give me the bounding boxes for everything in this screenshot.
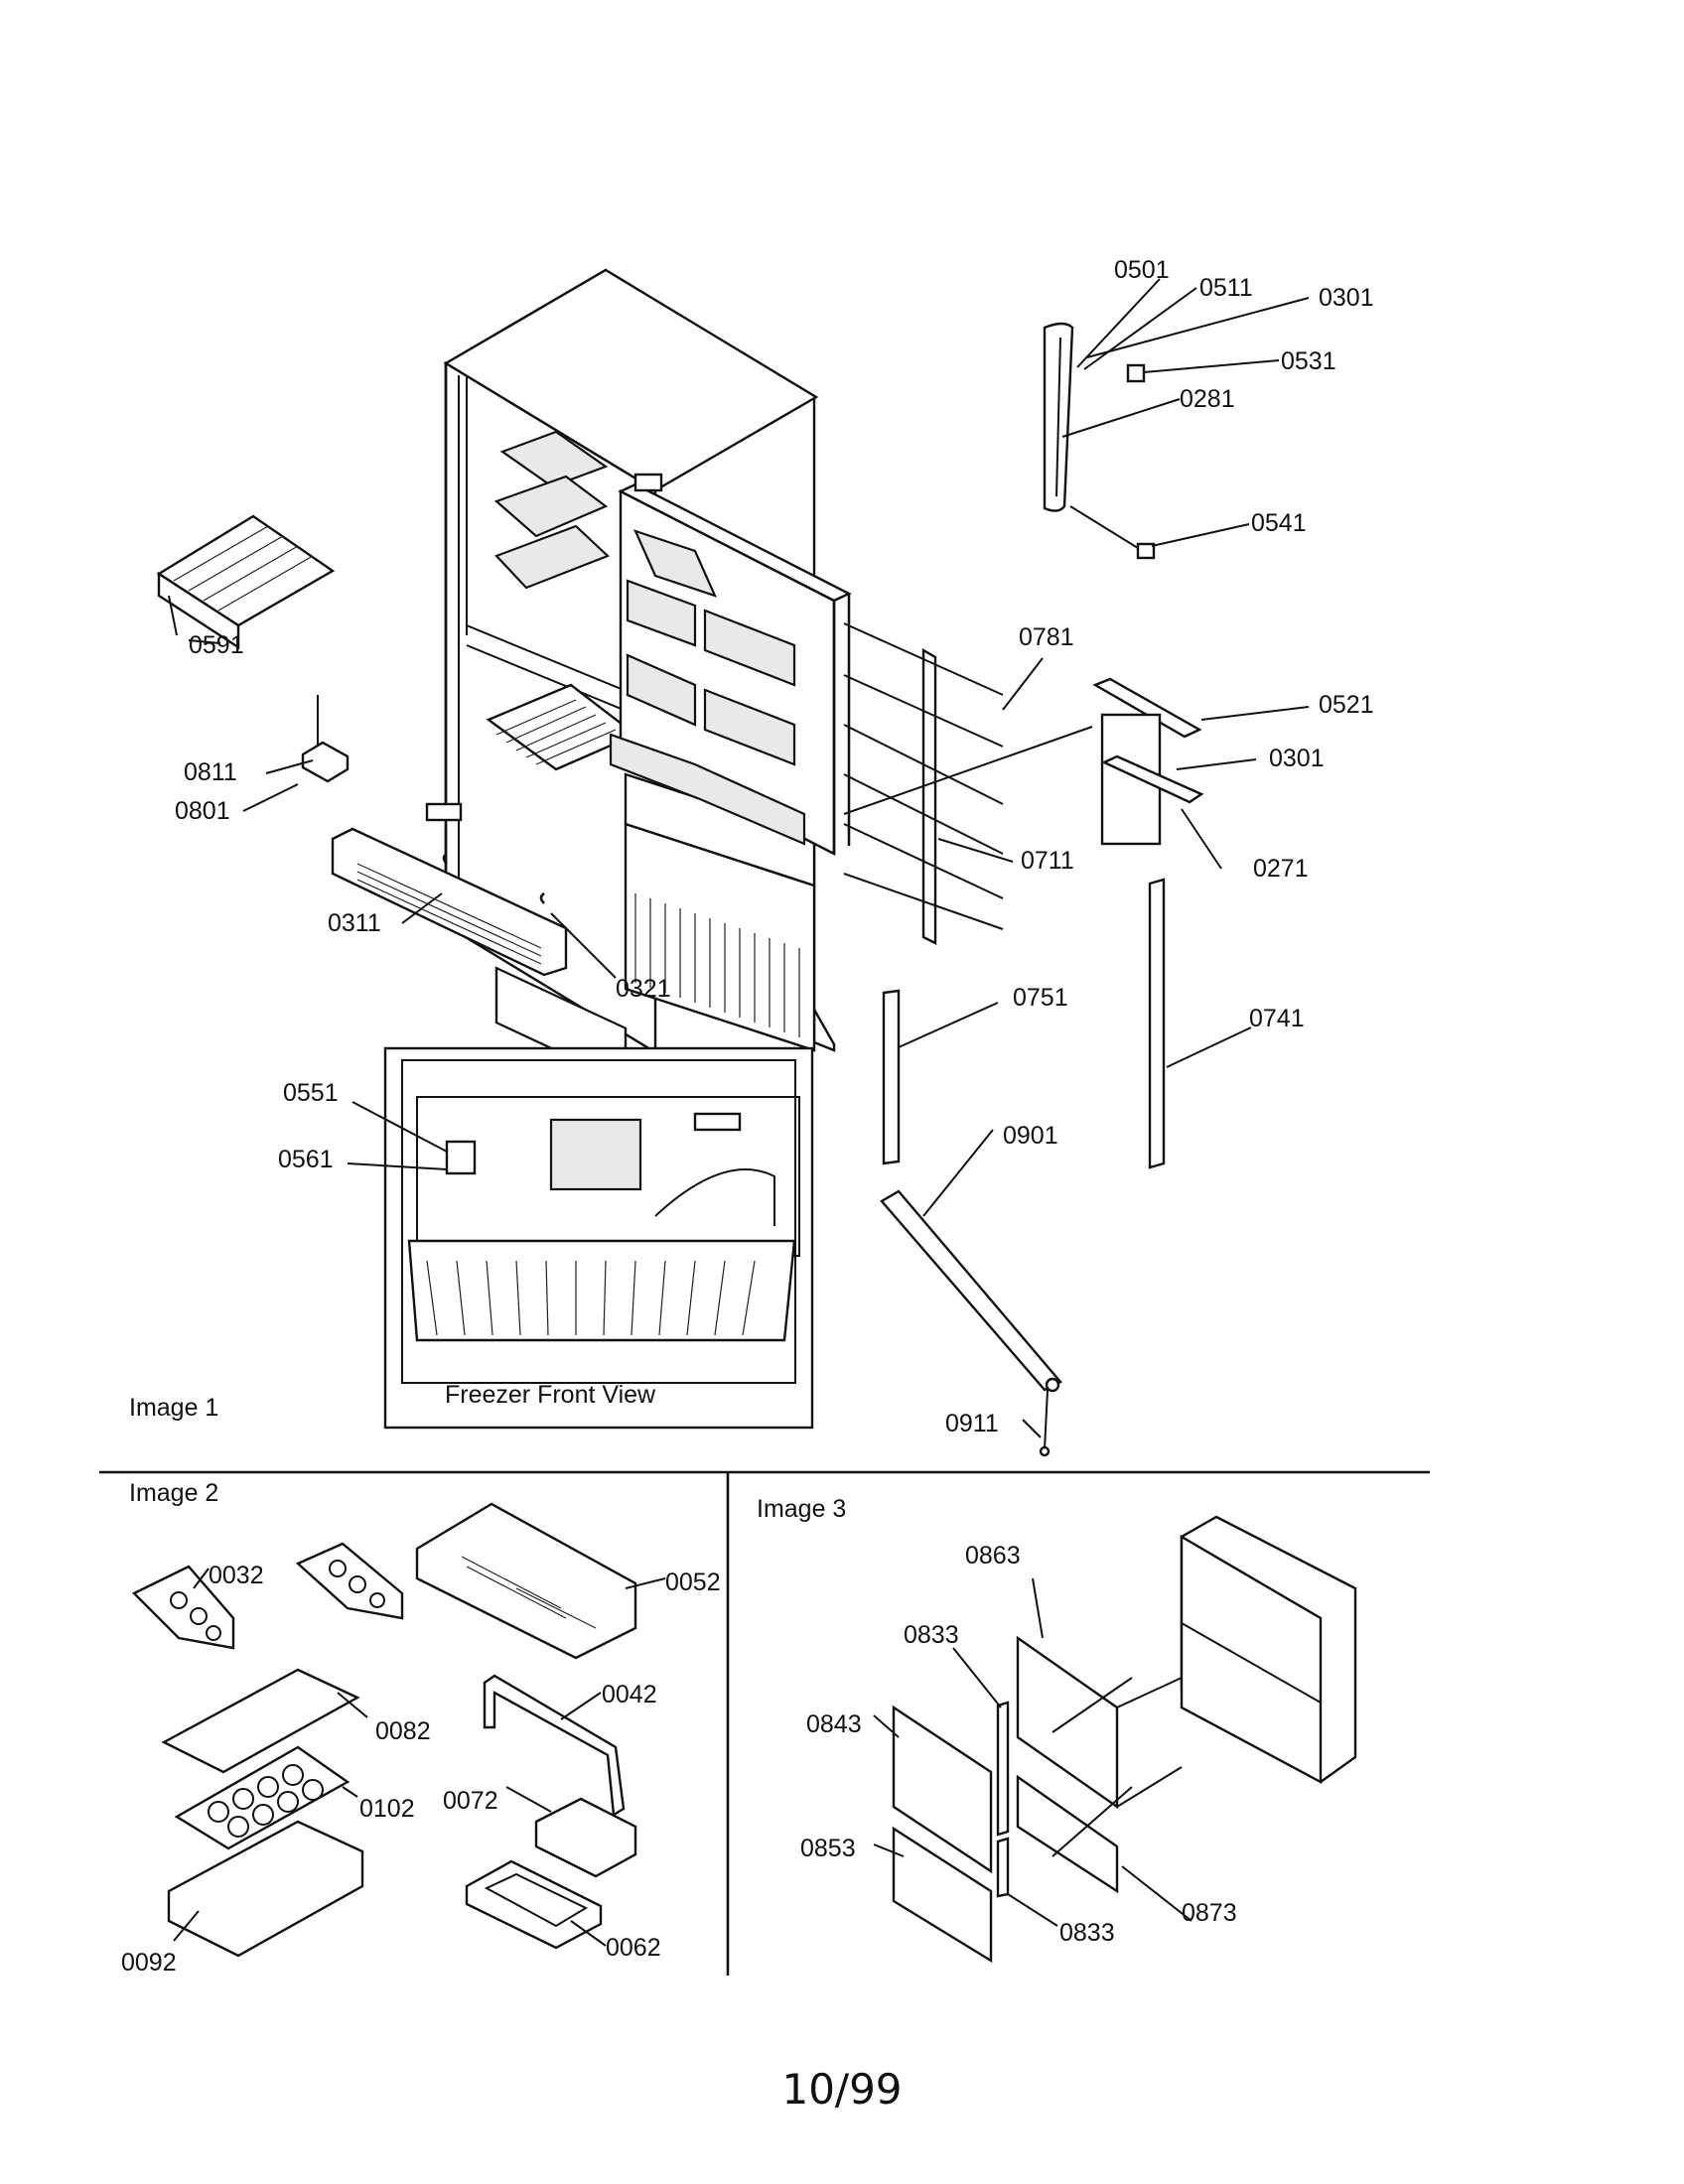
label-0082: 0082 — [375, 1717, 431, 1745]
caption-image2: Image 2 — [129, 1479, 218, 1507]
label-0092: 0092 — [121, 1949, 177, 1977]
label-0853: 0853 — [800, 1835, 856, 1862]
label-0531: 0531 — [1281, 347, 1336, 375]
label-0863: 0863 — [965, 1542, 1021, 1570]
label-0551: 0551 — [283, 1079, 339, 1107]
label-0833: 0833 — [904, 1621, 959, 1649]
wire-shelf-0591 — [156, 514, 336, 650]
caption-image1: Image 1 — [129, 1394, 218, 1422]
label-0072: 0072 — [443, 1787, 498, 1815]
label-0833-b: 0833 — [1059, 1919, 1115, 1947]
label-0873: 0873 — [1182, 1899, 1237, 1927]
label-0801: 0801 — [175, 797, 230, 825]
label-0541: 0541 — [1251, 509, 1307, 537]
label-0511: 0511 — [1199, 274, 1253, 302]
captions: Image 1 Freezer Front View Image 2 Image… — [129, 1381, 846, 1523]
label-0501: 0501 — [1114, 256, 1170, 284]
part-labels: 0501 0511 0301 0531 0281 0541 0591 0781 … — [121, 256, 1374, 1977]
hinge-group-0271 — [1092, 677, 1204, 846]
label-0521: 0521 — [1319, 691, 1374, 719]
caption-image3: Image 3 — [757, 1495, 846, 1523]
label-0281: 0281 — [1180, 385, 1235, 413]
label-0321: 0321 — [616, 975, 671, 1003]
grille-0311 — [331, 827, 568, 977]
refrigerator-cabinet — [425, 268, 852, 1085]
label-0301-b: 0301 — [1269, 745, 1325, 772]
label-0042: 0042 — [602, 1681, 657, 1708]
label-0561: 0561 — [278, 1146, 334, 1173]
label-0102: 0102 — [359, 1795, 415, 1823]
freezer-front-view — [383, 1046, 814, 1430]
label-0901: 0901 — [1003, 1122, 1058, 1150]
caption-freezer-front-view: Freezer Front View — [445, 1381, 656, 1409]
image3-parts — [892, 1515, 1357, 1964]
label-0911: 0911 — [945, 1410, 999, 1437]
label-0062: 0062 — [606, 1934, 661, 1962]
page-number: 10/99 — [781, 2065, 903, 2114]
label-0781: 0781 — [1019, 623, 1074, 651]
label-0741: 0741 — [1249, 1005, 1305, 1032]
label-0591: 0591 — [189, 631, 244, 659]
label-0032: 0032 — [209, 1562, 264, 1589]
image2-parts — [131, 1502, 637, 1958]
label-0311: 0311 — [328, 909, 381, 937]
label-0301: 0301 — [1319, 284, 1374, 312]
strip-0751 — [882, 989, 901, 1165]
label-0271: 0271 — [1253, 855, 1309, 883]
bar-0901 — [880, 1189, 1062, 1457]
bracket-0811 — [301, 695, 350, 783]
label-0711: 0711 — [1021, 847, 1074, 875]
label-0052: 0052 — [665, 1569, 721, 1596]
handle-0281 — [1043, 322, 1156, 560]
door-trim-0711 — [921, 647, 937, 945]
strip-0741 — [1148, 878, 1166, 1169]
label-0751: 0751 — [1013, 984, 1068, 1012]
label-0811: 0811 — [184, 758, 237, 786]
leader-lines — [173, 278, 1310, 1947]
label-0843: 0843 — [806, 1710, 862, 1738]
